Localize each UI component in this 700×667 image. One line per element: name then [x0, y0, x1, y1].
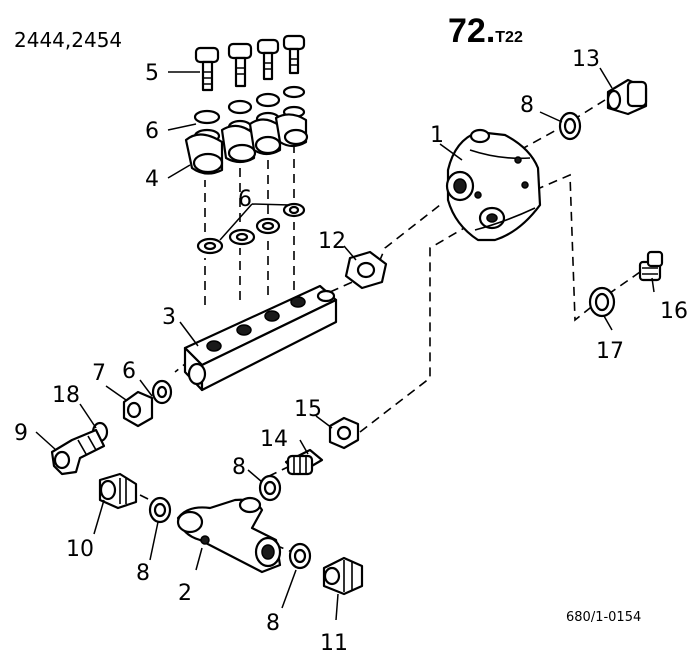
callout-18: 18: [52, 383, 80, 408]
callout-7: 7: [92, 361, 106, 386]
callout-8: 8: [232, 455, 246, 480]
part-4-banjo-fittings: [184, 113, 309, 175]
callout-6: 6: [122, 359, 136, 384]
callout-14: 14: [260, 427, 288, 452]
callout-6: 6: [145, 119, 159, 144]
part-8-seal-ring-lower: [288, 542, 312, 570]
part-12-nut: [344, 250, 388, 290]
callout-5: 5: [145, 61, 159, 86]
callout-8: 8: [136, 561, 150, 586]
part-14-connector: [284, 448, 324, 476]
callout-15: 15: [294, 397, 322, 422]
part-15-nut: [328, 416, 360, 450]
part-17-seal-ring: [588, 286, 616, 318]
part-2-y-piece: [176, 496, 282, 574]
callout-9: 9: [14, 421, 28, 446]
part-10-union: [98, 472, 138, 510]
part-11-connector: [322, 556, 364, 596]
callout-6: 6: [238, 187, 252, 212]
part-9-fitting: [50, 428, 106, 476]
part-6-lower-washer: [151, 379, 173, 405]
callout-numbers: 5 6 4 6 3 12 1 8 13 16 17 6 7 18 9 15 14…: [14, 47, 688, 656]
callout-11: 11: [320, 631, 348, 656]
part-16-plug: [638, 250, 664, 282]
callout-2: 2: [178, 581, 192, 606]
part-8-seal-ring-middle: [258, 474, 282, 502]
part-5-bolts: [194, 34, 306, 92]
callout-1: 1: [430, 123, 444, 148]
callout-16: 16: [660, 299, 688, 324]
part-3-distributor-block: [183, 284, 338, 392]
callout-13: 13: [572, 47, 600, 72]
leader-lines: [35, 67, 655, 621]
part-13-union: [606, 78, 648, 116]
callout-8: 8: [520, 93, 534, 118]
page-reference-number: 72.: [448, 12, 496, 50]
callout-10: 10: [66, 537, 94, 562]
part-7-nut: [122, 390, 154, 428]
part-8-seal-ring-left: [148, 496, 172, 524]
assembly-lines: [139, 99, 641, 556]
part-8-seal-ring-top: [558, 111, 582, 141]
page-reference: 72.T22: [448, 12, 523, 51]
callout-12: 12: [318, 229, 346, 254]
part-6-middle-washers: [196, 202, 306, 255]
page-reference-suffix: T22: [495, 29, 523, 46]
callout-8: 8: [266, 611, 280, 636]
callout-3: 3: [162, 305, 176, 330]
callout-17: 17: [596, 339, 624, 364]
drawing-number: 680/1-0154: [566, 610, 642, 625]
part-1-valve-housing: [445, 128, 542, 242]
callout-4: 4: [145, 167, 159, 192]
model-numbers: 2444,2454: [14, 28, 123, 52]
